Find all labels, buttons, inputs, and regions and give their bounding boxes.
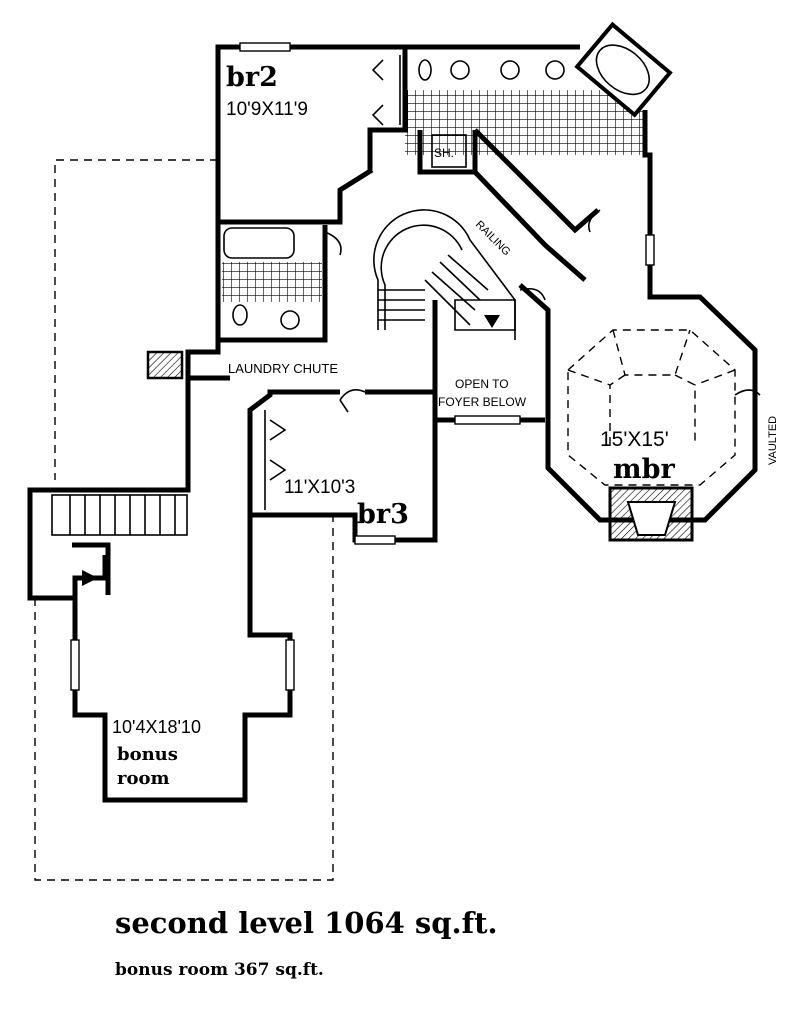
br3-name: br3: [357, 499, 409, 530]
caption-title: second level 1064 sq.ft.: [115, 906, 498, 940]
mbr-name: mbr: [613, 454, 675, 485]
shower-label: SH.: [434, 146, 454, 160]
fixtures: [223, 55, 565, 510]
caption-subtitle: bonus room 367 sq.ft.: [115, 960, 324, 980]
chimney: [146, 350, 184, 380]
foyer-below-label: FOYER BELOW: [438, 395, 527, 409]
br3-size: 11'X10'3: [284, 477, 355, 498]
bonus-size: 10'4X18'10: [112, 717, 201, 737]
master-tub: [574, 21, 673, 118]
dashed-outline: [34, 159, 334, 881]
laundry-chute-label: LAUNDRY CHUTE: [228, 361, 338, 376]
fireplace: [608, 486, 694, 542]
open-to-label: OPEN TO: [455, 377, 509, 391]
vaulted-ceiling: [567, 329, 761, 486]
staircase[interactable]: [373, 209, 516, 340]
mbr-size: 15'X15': [600, 428, 669, 451]
bonus-name-line2: room: [117, 768, 170, 789]
vaulted-label: VAULTED: [767, 416, 779, 465]
door-swings: [324, 209, 601, 413]
bonus-name-line1: bonus: [117, 744, 178, 765]
windows: [70, 42, 655, 691]
br2-size: 10'9X11'9: [226, 99, 308, 120]
walls: [27, 44, 758, 803]
br2-name: br2: [226, 62, 278, 93]
tile-floors: [222, 90, 645, 302]
bonus-stair[interactable]: [51, 494, 188, 595]
